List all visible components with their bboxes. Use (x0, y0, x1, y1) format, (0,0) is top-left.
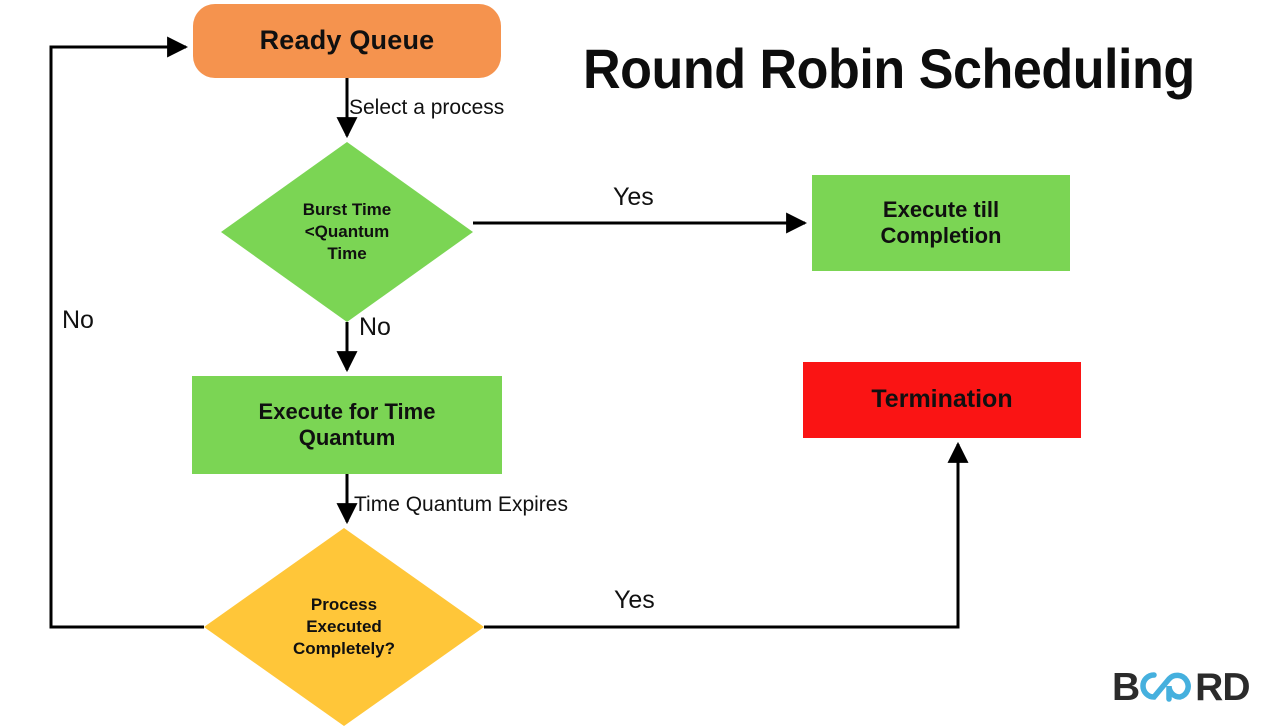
logo-text-prefix: B (1112, 665, 1140, 709)
board-logo: B RD (1112, 664, 1268, 710)
edge-label-time-quantum-expires: Time Quantum Expires (354, 493, 568, 516)
node-decision-process-executed[interactable]: Process Executed Completely? (204, 528, 484, 726)
edge-label-yes-termination: Yes (614, 586, 655, 614)
edge-label-select-a-process: Select a process (349, 96, 505, 119)
node-execute-till-completion-label: Execute till Completion (880, 197, 1002, 248)
diamond-shape (204, 528, 484, 726)
node-ready-queue[interactable]: Ready Queue (193, 4, 501, 78)
node-termination-label: Termination (871, 385, 1013, 414)
edge-executed-yes-to-termination (484, 441, 969, 629)
infinity-icon (1140, 672, 1192, 702)
edge-executed-no-to-ready-queue (49, 36, 204, 629)
page-title: Round Robin Scheduling (583, 37, 1195, 100)
node-decision-burst-time-label: Burst Time <Quantum Time (302, 199, 392, 264)
node-decision-process-executed-label: Process Executed Completely? (292, 594, 396, 659)
edge-label-no-loopback: No (62, 306, 94, 334)
node-execute-till-completion[interactable]: Execute till Completion (812, 175, 1070, 271)
edge-label-yes-burst: Yes (613, 183, 654, 211)
node-execute-for-time-quantum-label: Execute for Time Quantum (258, 399, 436, 450)
edge-label-no-burst: No (359, 313, 391, 341)
node-execute-for-time-quantum[interactable]: Execute for Time Quantum (192, 376, 502, 474)
node-ready-queue-label: Ready Queue (259, 25, 435, 56)
node-termination[interactable]: Termination (803, 362, 1081, 438)
node-decision-burst-time[interactable]: Burst Time <Quantum Time (221, 142, 473, 322)
logo-text-suffix: RD (1195, 665, 1250, 709)
diamond-shape (221, 142, 473, 322)
